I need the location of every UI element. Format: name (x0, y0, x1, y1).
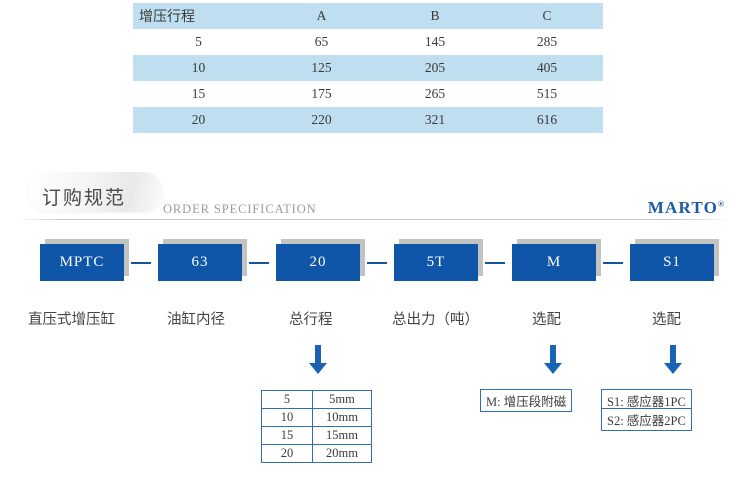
stroke-option-key: 10 (261, 408, 313, 427)
table-row: 5 65 145 285 (133, 29, 603, 55)
code-box-sensor[interactable]: S1 (630, 244, 714, 281)
stroke-option-key: 5 (261, 390, 313, 409)
label-bore: 油缸内径 (167, 312, 225, 328)
label-total-stroke: 总行程 (289, 312, 333, 328)
cell-stroke: 10 (133, 55, 264, 81)
stroke-option-value: 5mm (312, 390, 372, 409)
stroke-option-row[interactable]: 5 5mm (261, 390, 372, 409)
down-arrow-icon (544, 345, 562, 374)
stroke-option-body: 5 5mm 10 10mm 15 15mm 20 20mm (261, 390, 372, 463)
stroke-option-table: 5 5mm 10 10mm 15 15mm 20 20mm (261, 390, 372, 463)
stroke-option-value: 20mm (312, 444, 372, 463)
column-header-a: A (264, 3, 379, 29)
label-option-sensor: 选配 (652, 312, 681, 328)
connector-line (603, 262, 623, 264)
sensor-option-box-s2[interactable]: S2: 感应器2PC (601, 408, 692, 431)
code-box-force[interactable]: 5T (394, 244, 478, 281)
down-arrow-icon (309, 345, 327, 374)
table-header-row: 增压行程 A B C (133, 3, 603, 29)
cell-a: 175 (264, 81, 379, 107)
code-box-stroke[interactable]: 20 (276, 244, 360, 281)
connector-line (249, 262, 269, 264)
spec-table-body: 增压行程 A B C 5 65 145 285 10 125 205 405 1… (133, 3, 603, 133)
cell-stroke: 20 (133, 107, 264, 133)
cell-c: 616 (491, 107, 603, 133)
stroke-option-row[interactable]: 20 20mm (261, 444, 372, 463)
connector-line (367, 262, 387, 264)
stroke-option-row[interactable]: 10 10mm (261, 408, 372, 427)
order-specification-header (0, 168, 750, 220)
cell-stroke: 5 (133, 29, 264, 55)
stroke-option-row[interactable]: 15 15mm (261, 426, 372, 445)
cell-b: 321 (379, 107, 491, 133)
magnet-option-box[interactable]: M: 增压段附磁 (480, 389, 573, 412)
stroke-option-value: 15mm (312, 426, 372, 445)
cell-b: 145 (379, 29, 491, 55)
cell-c: 405 (491, 55, 603, 81)
header-divider (18, 219, 732, 220)
header-tab-shape (28, 172, 163, 212)
stroke-option-key: 20 (261, 444, 313, 463)
cell-b: 265 (379, 81, 491, 107)
column-header-c: C (491, 3, 603, 29)
stroke-option-key: 15 (261, 426, 313, 445)
registered-trademark-icon: ® (718, 199, 724, 209)
down-arrow-icon (664, 345, 682, 374)
cell-stroke: 15 (133, 81, 264, 107)
connector-line (131, 262, 151, 264)
code-box-mptc[interactable]: MPTC (40, 244, 124, 281)
table-row: 15 175 265 515 (133, 81, 603, 107)
sensor-option-box-s1[interactable]: S1: 感应器1PC (601, 389, 692, 412)
brand-logo-text: MARTO (647, 198, 719, 217)
cell-c: 285 (491, 29, 603, 55)
brand-logo: MARTO® (648, 198, 724, 218)
cell-b: 205 (379, 55, 491, 81)
label-total-force: 总出力（吨） (392, 312, 479, 328)
cell-a: 125 (264, 55, 379, 81)
column-header-b: B (379, 3, 491, 29)
table-row: 10 125 205 405 (133, 55, 603, 81)
stroke-spec-table: 增压行程 A B C 5 65 145 285 10 125 205 405 1… (133, 3, 603, 133)
table-row: 20 220 321 616 (133, 107, 603, 133)
label-option-magnet: 选配 (532, 312, 561, 328)
stroke-option-value: 10mm (312, 408, 372, 427)
cell-c: 515 (491, 81, 603, 107)
label-cylinder-type: 直压式增压缸 (28, 312, 115, 328)
connector-line (485, 262, 505, 264)
section-title-cn: 订购规范 (42, 188, 127, 209)
section-title-en: ORDER SPECIFICATION (163, 202, 317, 216)
column-header-stroke: 增压行程 (133, 3, 264, 29)
code-box-magnet[interactable]: M (512, 244, 596, 281)
code-box-bore[interactable]: 63 (158, 244, 242, 281)
cell-a: 65 (264, 29, 379, 55)
cell-a: 220 (264, 107, 379, 133)
